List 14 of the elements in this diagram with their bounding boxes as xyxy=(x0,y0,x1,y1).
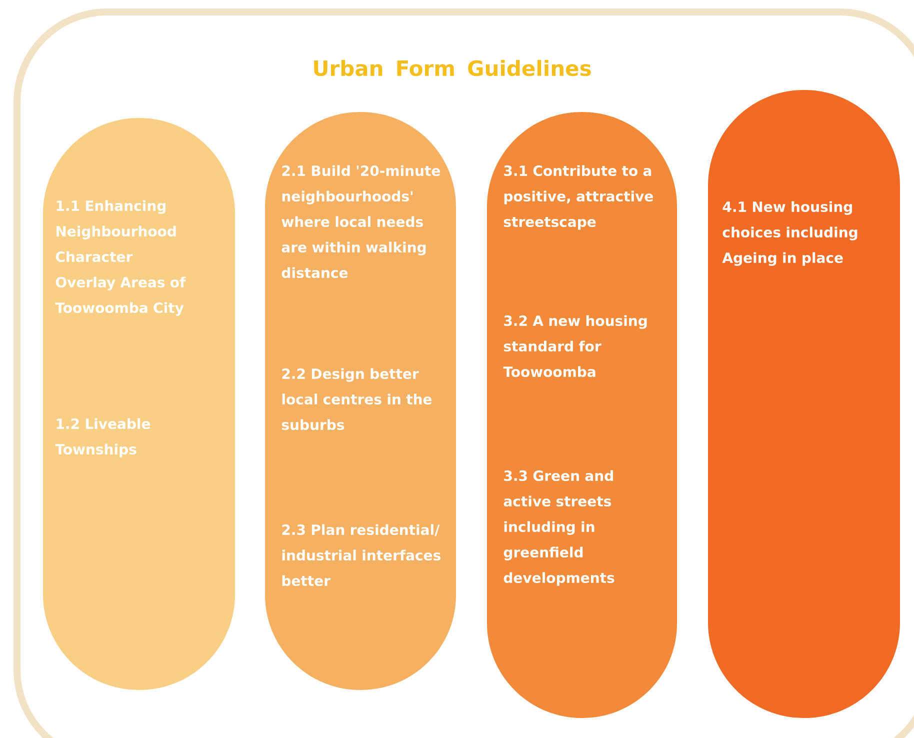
guideline-text: 3.1 Contribute to a positive, attractive streetscape xyxy=(504,165,653,230)
pill xyxy=(43,118,235,690)
guideline-text: 1.1 Enhancing Neighbourhood Character Overlay Areas of Toowoomba City xyxy=(55,200,186,316)
guideline-text: 2.1 Build '20-minute neighbourhoods' where local needs are within walking distance xyxy=(282,165,440,278)
pill xyxy=(708,90,900,718)
guideline-text: 4.1 New housing choices including Ageing in place xyxy=(722,201,858,266)
guideline-text: 2.2 Design better local centres in the suburbs xyxy=(282,368,432,430)
guideline-text: 3.2 A new housing standard for Toowoomba xyxy=(503,315,647,378)
guideline-text: 3.3 Green and active streets including in greenfield developments xyxy=(504,470,614,586)
guideline-text: 1.2 Liveable Townships xyxy=(55,418,150,458)
pill xyxy=(265,112,456,690)
title: Urban Form Guidelines xyxy=(314,60,591,76)
guideline-text: 2.3 Plan residential/ industrial interfaces better xyxy=(282,524,440,586)
pill xyxy=(487,112,677,718)
